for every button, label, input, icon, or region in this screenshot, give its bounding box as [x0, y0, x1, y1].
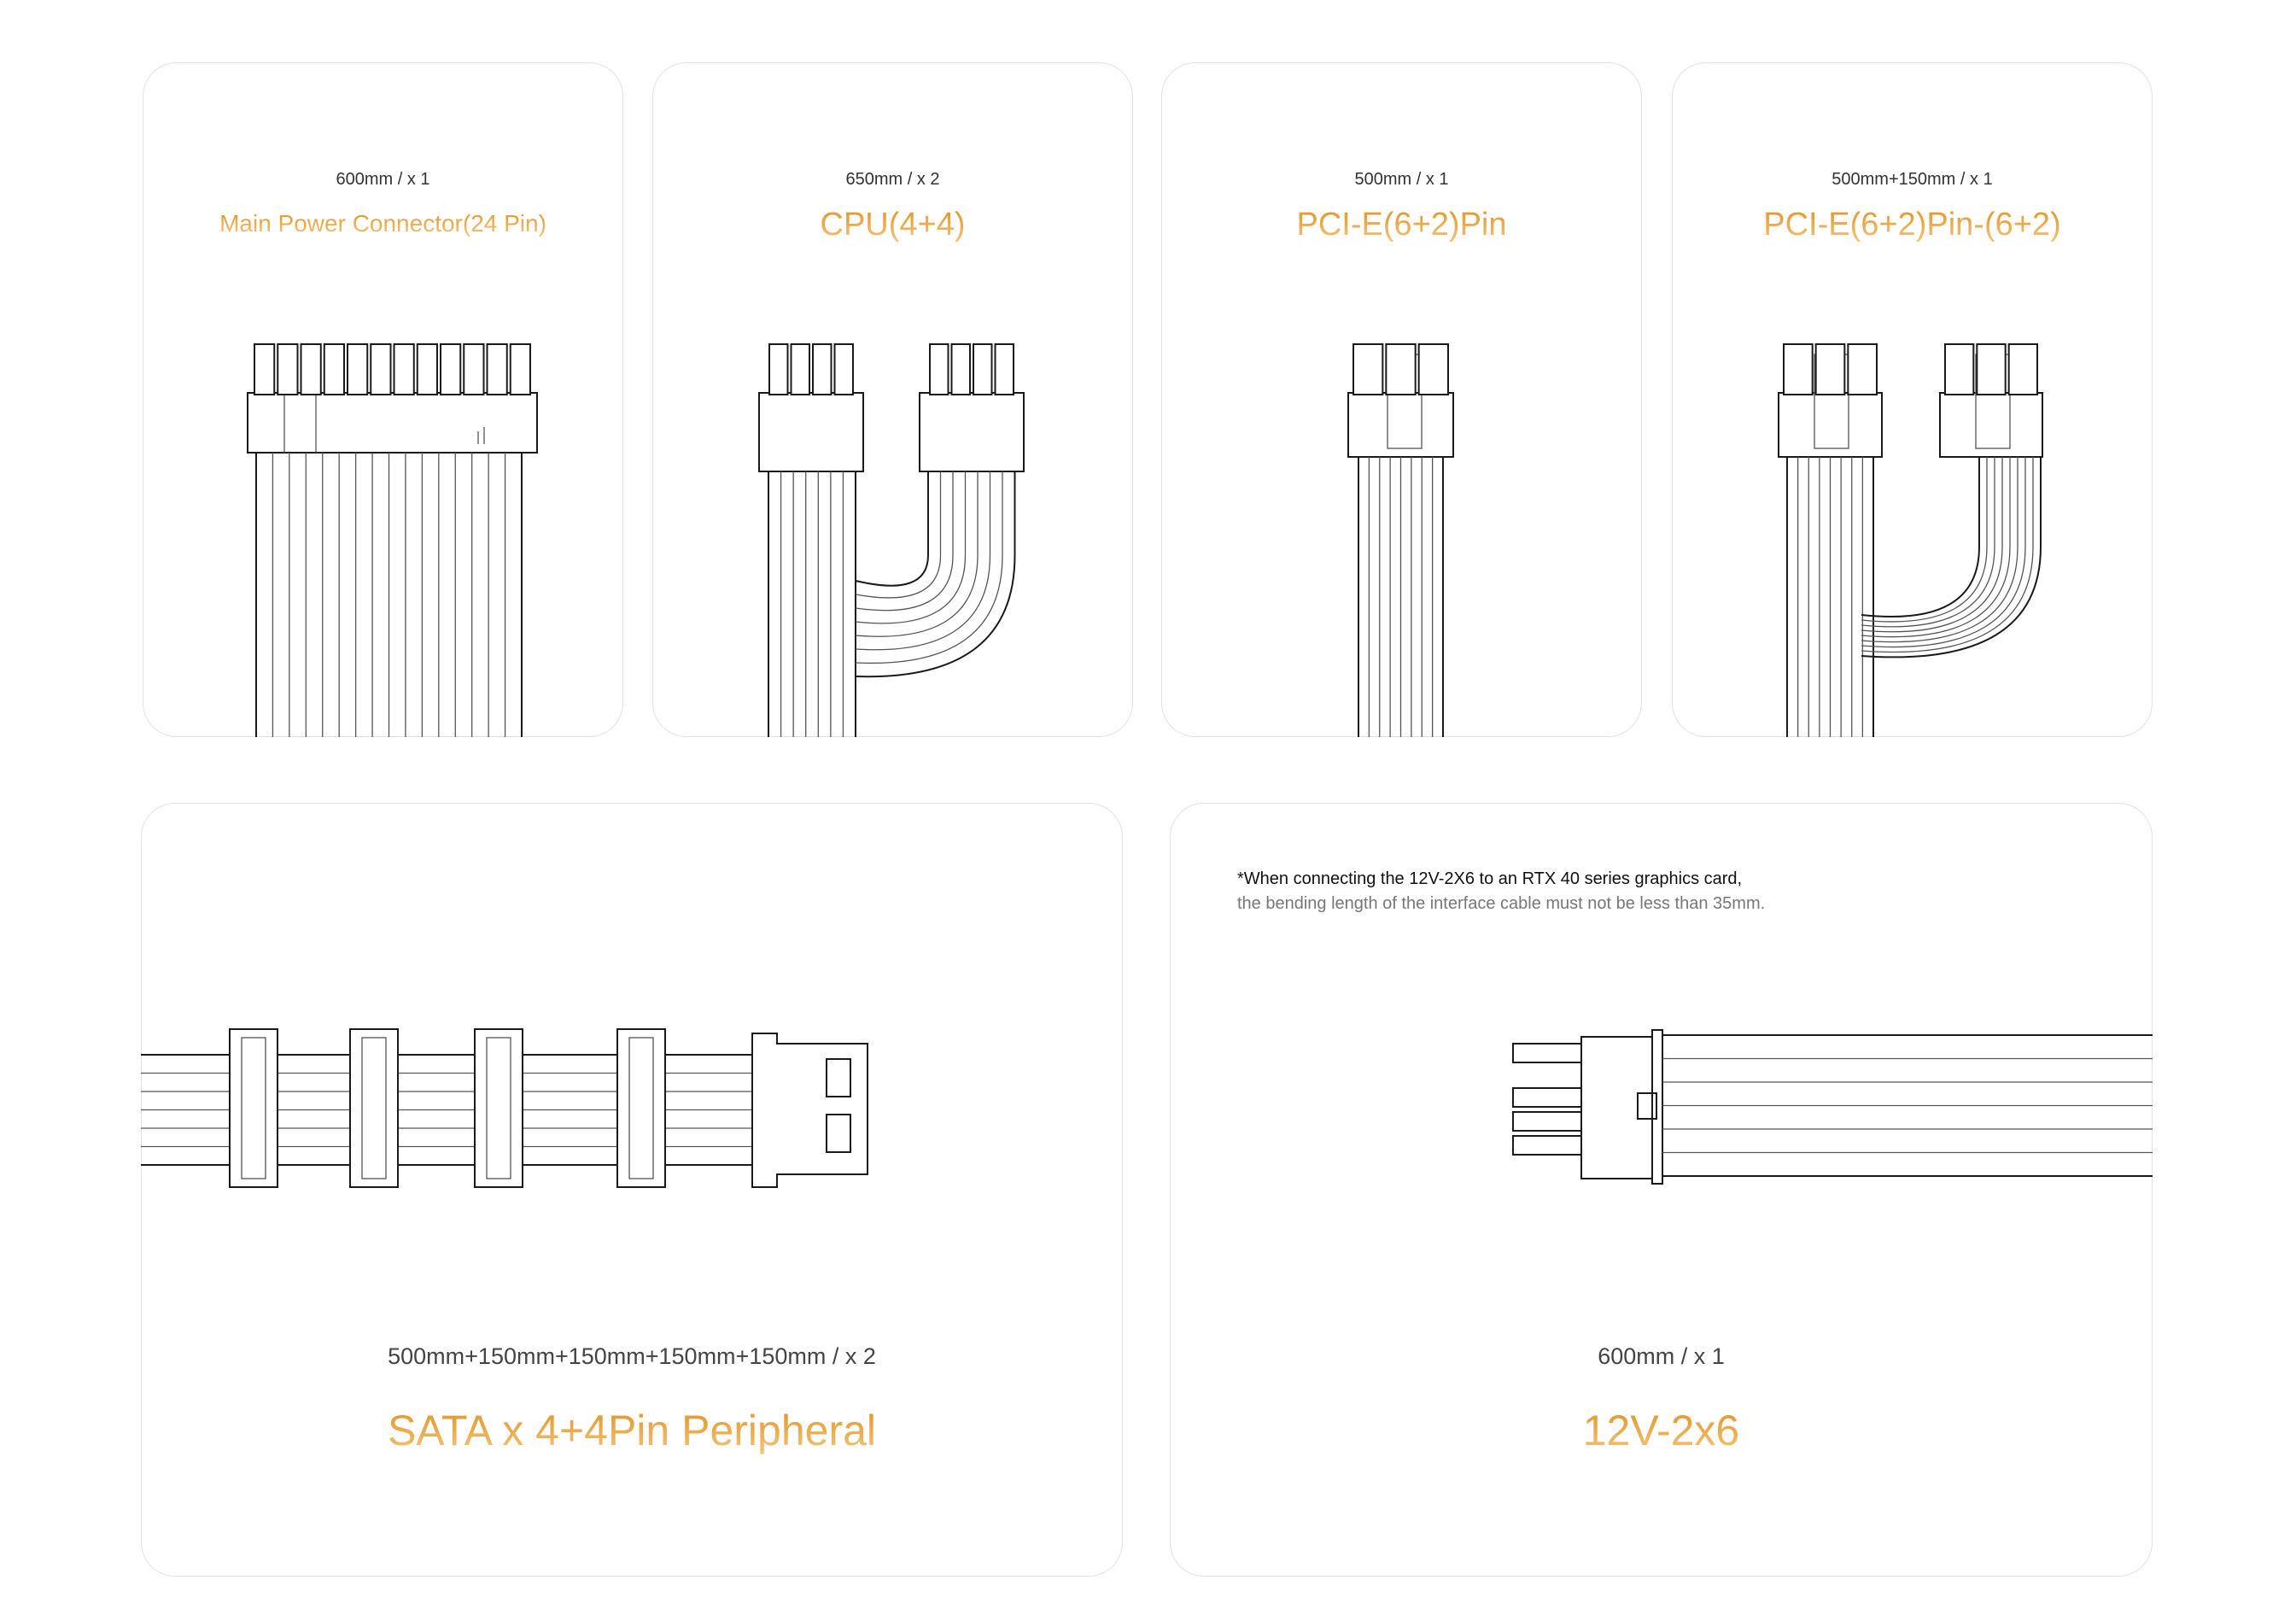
molex-plug — [751, 1033, 868, 1188]
pin-slot — [950, 343, 971, 395]
pin-slot — [347, 343, 369, 395]
sata-plug-slot — [361, 1037, 387, 1179]
card-cpu: 650mm / x 2 CPU(4+4) — [652, 62, 1133, 737]
molex-pin — [826, 1058, 851, 1097]
pin-slot — [254, 343, 276, 395]
pin-slot — [812, 343, 833, 395]
sata-plug-slot — [628, 1037, 654, 1179]
bent-wire — [855, 471, 1003, 664]
bent-wire — [1861, 457, 2026, 648]
cable-title: Main Power Connector(24 Pin) — [219, 210, 546, 237]
bent-wire — [855, 471, 1016, 678]
cable-title: PCI-E(6+2)Pin — [1296, 207, 1507, 243]
pin-slot — [370, 343, 392, 395]
pin-slot — [929, 343, 949, 395]
pin-slot — [440, 343, 462, 395]
bending-note: *When connecting the 12V-2X6 to an RTX 4… — [1237, 867, 1765, 916]
cable-spec: 500mm+150mm+150mm+150mm+150mm / x 2 — [388, 1343, 876, 1369]
sata-plug — [229, 1028, 278, 1188]
cable-title: CPU(4+4) — [820, 207, 966, 243]
cable-title: PCI-E(6+2)Pin-(6+2) — [1763, 207, 2061, 243]
12v-2x6-connector-illustration — [1512, 1029, 2153, 1185]
bent-wire — [855, 471, 954, 612]
pin-slot — [1847, 343, 1878, 395]
sata-plug — [616, 1028, 666, 1188]
pin-slot — [1814, 343, 1846, 395]
pin-slot — [1385, 343, 1417, 395]
bent-wire — [855, 471, 991, 651]
pin-slot — [994, 343, 1014, 395]
pin-slot — [1417, 343, 1449, 395]
bent-wire — [855, 471, 929, 587]
card-sata: 500mm+150mm+150mm+150mm+150mm / x 2 SATA… — [141, 803, 1123, 1577]
bent-wire — [855, 471, 942, 599]
cable-spec: 500mm+150mm / x 1 — [1832, 170, 1993, 189]
pin-slot — [300, 343, 322, 395]
bent-wire — [1861, 457, 1988, 623]
cpu-connector-illustration — [758, 343, 1025, 737]
bent-wire — [855, 471, 967, 624]
note-line-1: *When connecting the 12V-2X6 to an RTX 4… — [1237, 869, 1743, 888]
pin-slot — [486, 343, 508, 395]
pcie-connector-illustration — [1347, 343, 1454, 737]
cable-spec: 600mm / x 1 — [1598, 1343, 1725, 1369]
cable-spec: 600mm / x 1 — [336, 170, 430, 189]
pin-slot — [463, 343, 485, 395]
bent-wire — [855, 471, 979, 637]
24pin-connector-illustration — [247, 343, 538, 737]
bent-wire — [1861, 457, 2003, 633]
sata-plug-slot — [486, 1037, 511, 1179]
pin-slot — [1783, 343, 1814, 395]
pin-slot — [790, 343, 810, 395]
pin-slot — [2007, 343, 2039, 395]
cable-spec: 650mm / x 2 — [845, 170, 940, 189]
pin-slot — [973, 343, 993, 395]
bent-wire — [1861, 457, 2011, 638]
bent-wire — [1861, 457, 1980, 618]
pin-slot — [416, 343, 438, 395]
pin-slot — [833, 343, 854, 395]
bent-wire — [1861, 457, 1995, 628]
pin-slot — [768, 343, 789, 395]
sata-plug-slot — [241, 1037, 266, 1179]
pin-slot — [277, 343, 299, 395]
pin-slot — [323, 343, 345, 395]
cable-title: SATA x 4+4Pin Peripheral — [387, 1407, 877, 1454]
bent-wire — [1861, 457, 2034, 653]
pin-slot — [393, 343, 415, 395]
pin-slot — [1944, 343, 1975, 395]
pin-slot — [1976, 343, 2007, 395]
pin-slot — [509, 343, 531, 395]
pin-slot — [1352, 343, 1384, 395]
pcie-dual-connector-illustration — [1778, 343, 2043, 737]
card-pcie-dual: 500mm+150mm / x 1 PCI-E(6+2)Pin-(6+2) — [1672, 62, 2153, 737]
card-12v2x6: *When connecting the 12V-2X6 to an RTX 4… — [1170, 803, 2153, 1577]
sata-connector-illustration — [141, 1028, 868, 1188]
bent-wire — [1861, 457, 2042, 658]
cable-title: 12V-2x6 — [1582, 1407, 1740, 1454]
cable-spec: 500mm / x 1 — [1354, 170, 1449, 189]
bent-wire — [1861, 457, 2018, 643]
note-line-2: the bending length of the interface cabl… — [1237, 894, 1766, 913]
sata-plug — [474, 1028, 523, 1188]
sata-plug — [349, 1028, 399, 1188]
molex-pin — [826, 1114, 851, 1153]
